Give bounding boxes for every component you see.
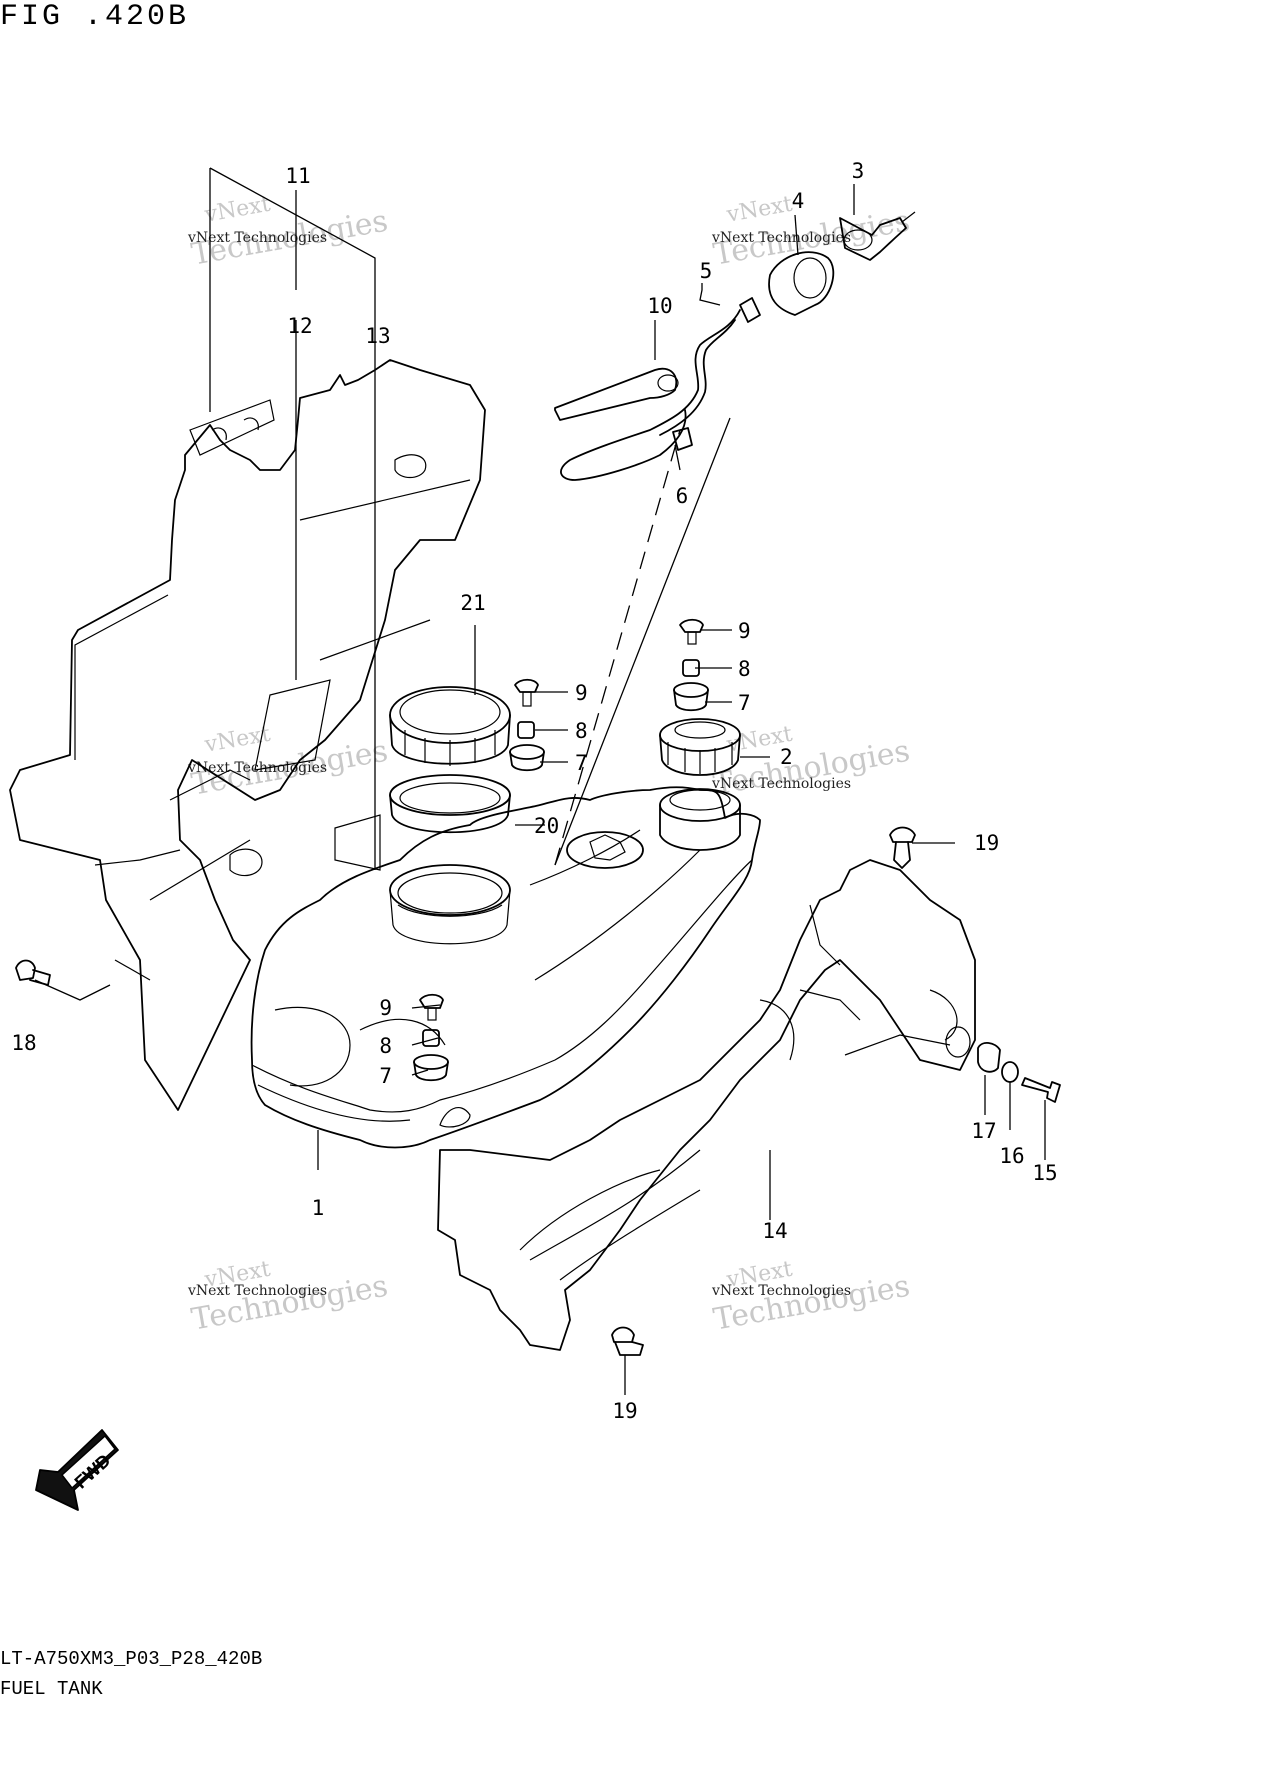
watermark-mid-left: vNext Technologies	[189, 722, 391, 803]
callout-18: 18	[11, 1031, 36, 1055]
fuel-tank-body	[250, 786, 761, 1149]
callout-16: 16	[999, 1144, 1024, 1168]
svg-text:vNext: vNext	[724, 192, 794, 228]
collar	[977, 1042, 1001, 1073]
clip-19-upper	[889, 826, 916, 869]
callout-labels: 1 2 3 4 5 6 7 7 7 8 8 8 9 9 9 10 11 12 1…	[11, 159, 1057, 1423]
fwd-arrow: FWD	[35, 1429, 119, 1511]
callout-11: 11	[285, 164, 310, 188]
callout-3: 3	[852, 159, 865, 183]
leader-lines	[34, 184, 1046, 1395]
callout-14: 14	[762, 1219, 787, 1243]
pump-gasket	[389, 774, 511, 834]
callout-5: 5	[700, 259, 713, 283]
callout-19-upper: 19	[974, 831, 999, 855]
callout-7-center: 7	[575, 751, 588, 775]
figure-code: LT-A750XM3_P03_P28_420B	[0, 1648, 263, 1670]
callout-8-top: 8	[738, 657, 751, 681]
tank-vent-fitting	[566, 831, 644, 869]
bolt-18	[15, 959, 51, 986]
callout-9-center: 9	[575, 681, 588, 705]
callout-2: 2	[780, 745, 793, 769]
watermark-label-bottom-left: vNext Technologies	[187, 1283, 327, 1299]
bolt-15	[1021, 1077, 1061, 1103]
callout-17: 17	[971, 1119, 996, 1143]
mount-stack-cap-side	[673, 618, 709, 712]
callout-12: 12	[287, 314, 312, 338]
mount-stack-lower	[413, 993, 449, 1082]
mount-stack-center	[509, 678, 545, 772]
watermark-label-top-right: vNext Technologies	[711, 230, 851, 246]
vent-routing-lines	[554, 417, 731, 866]
callout-7-lower: 7	[379, 1064, 392, 1088]
hose-clamp-lower	[672, 427, 693, 451]
right-side-cover	[437, 859, 976, 1351]
svg-text:vNext: vNext	[202, 722, 272, 758]
callout-19-lower: 19	[612, 1399, 637, 1423]
pump-ring-nut	[389, 686, 511, 766]
callout-21: 21	[460, 591, 485, 615]
figure-name: FUEL TANK	[0, 1678, 103, 1700]
vent-joint	[768, 251, 835, 316]
callout-15: 15	[1032, 1161, 1057, 1185]
hose-clamp-upper	[739, 297, 761, 323]
fuel-cap	[659, 718, 741, 776]
clip-19-lower	[611, 1326, 644, 1356]
callout-13: 13	[365, 324, 390, 348]
figure-title: FIG .420B	[0, 0, 190, 34]
group-bracket-11-13	[209, 167, 376, 870]
washer	[1001, 1061, 1019, 1083]
callout-9-top: 9	[738, 619, 751, 643]
watermark-label-bottom-right: vNext Technologies	[711, 1283, 851, 1299]
callout-7-top: 7	[738, 691, 751, 715]
callout-4: 4	[792, 189, 805, 213]
svg-text:vNext: vNext	[202, 192, 272, 228]
hose-guard	[554, 367, 679, 421]
left-side-cover	[9, 359, 486, 1111]
callout-1: 1	[312, 1196, 325, 1220]
watermark-label-mid-right: vNext Technologies	[711, 776, 851, 792]
callout-6: 6	[676, 484, 689, 508]
callout-8-center: 8	[575, 719, 588, 743]
callout-20: 20	[534, 814, 559, 838]
watermark-label-top-left: vNext Technologies	[187, 230, 327, 246]
callout-9-lower: 9	[379, 996, 392, 1020]
vent-valve	[839, 211, 916, 261]
tank-fuel-pump-opening	[389, 864, 511, 945]
vent-hose	[560, 309, 741, 481]
callout-10: 10	[647, 294, 672, 318]
tank-filler-neck	[659, 788, 741, 851]
callout-8-lower: 8	[379, 1034, 392, 1058]
